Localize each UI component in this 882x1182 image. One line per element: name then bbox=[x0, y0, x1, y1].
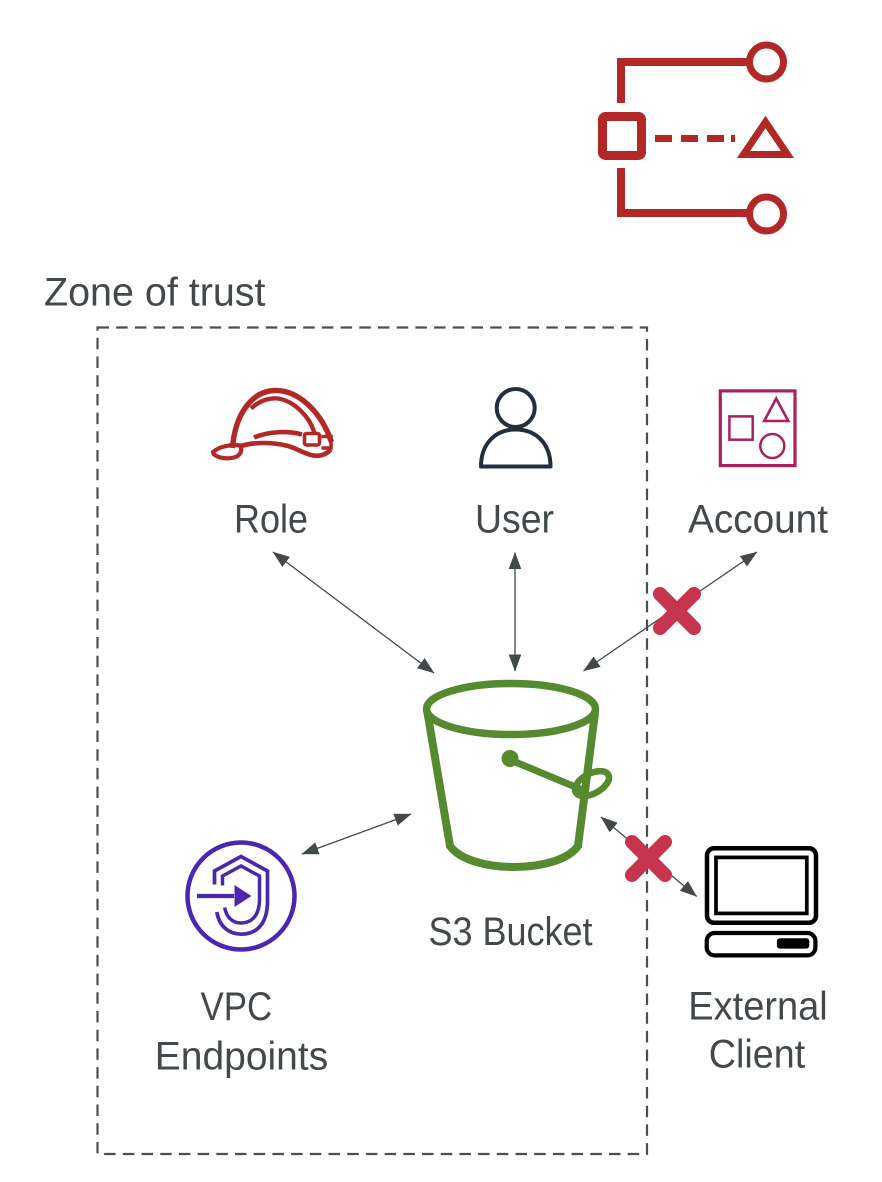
svg-text:External: External bbox=[688, 985, 828, 1029]
svg-text:Zone of trust: Zone of trust bbox=[44, 271, 266, 315]
svg-text:Account: Account bbox=[688, 498, 828, 542]
svg-text:User: User bbox=[475, 498, 554, 542]
svg-text:Client: Client bbox=[709, 1033, 805, 1077]
svg-text:VPC: VPC bbox=[200, 985, 272, 1029]
svg-text:Endpoints: Endpoints bbox=[155, 1035, 328, 1079]
svg-text:S3 Bucket: S3 Bucket bbox=[429, 910, 593, 954]
svg-text:Role: Role bbox=[234, 498, 308, 542]
